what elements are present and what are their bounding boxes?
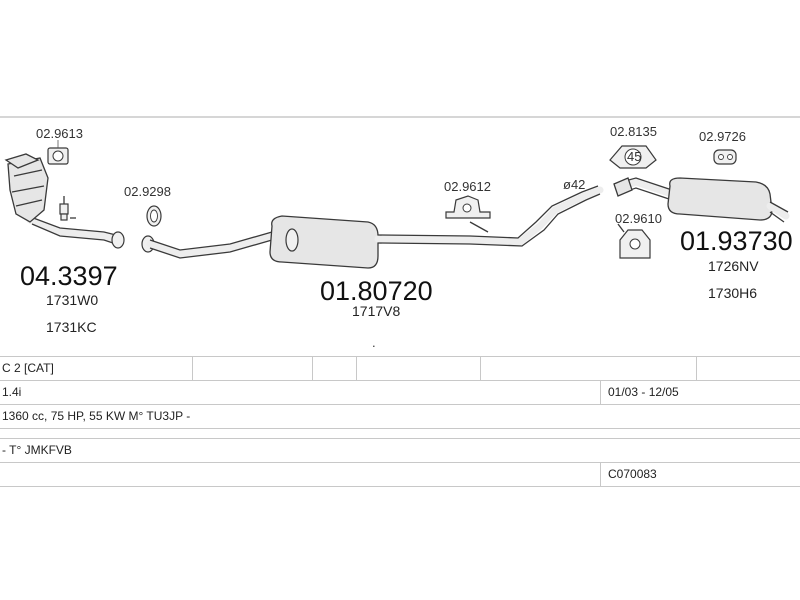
part-number-rear-muffler: 01.93730 xyxy=(680,226,793,256)
part-number-catalyst: 04.3397 xyxy=(20,261,118,291)
table-divider xyxy=(312,356,313,380)
hanger-02-9612[interactable] xyxy=(445,195,491,233)
clamp-size-label: 45 xyxy=(627,149,641,164)
part-label-center-hanger: 02.9612 xyxy=(444,179,491,194)
ref-catalyst-1: 1731W0 xyxy=(46,292,98,308)
table-divider xyxy=(356,356,357,380)
table-line xyxy=(0,462,800,463)
table-line xyxy=(0,438,800,439)
part-label-cat-gasket: 02.9613 xyxy=(36,126,83,141)
code-cell: C070083 xyxy=(608,467,657,481)
type-cell: - T° JMKFVB xyxy=(2,443,72,457)
engine-cell: 1.4i xyxy=(2,385,22,399)
table-divider xyxy=(600,462,601,486)
lambda-sensor[interactable] xyxy=(59,196,76,221)
catalyst-assembly[interactable] xyxy=(4,153,125,249)
center-muffler-assembly[interactable] xyxy=(141,185,604,269)
gasket-02-9613[interactable] xyxy=(47,147,69,165)
rear-muffler-assembly[interactable] xyxy=(613,177,790,223)
table-line xyxy=(0,356,800,357)
part-label-front-ring: 02.9298 xyxy=(124,184,171,199)
part-number-center-muffler: 01.80720 xyxy=(320,276,433,306)
part-label-rear-rubber: 02.9726 xyxy=(699,129,746,144)
table-divider xyxy=(696,356,697,380)
table-divider xyxy=(600,380,601,404)
part-label-rear-bracket: 02.9610 xyxy=(615,211,662,226)
table-line xyxy=(0,380,800,381)
clamp-02-8135[interactable] xyxy=(609,145,657,169)
ref-catalyst-2: 1731KC xyxy=(46,319,97,335)
table-row: C 2 [CAT] xyxy=(0,356,800,380)
ring-02-9298[interactable] xyxy=(146,205,162,227)
ref-rear-muffler-2: 1730H6 xyxy=(708,285,757,301)
dates-cell: 01/03 - 12/05 xyxy=(608,385,679,399)
rubber-02-9726[interactable] xyxy=(713,149,737,165)
center-dot: . xyxy=(372,335,376,350)
ref-rear-muffler-1: 1726NV xyxy=(708,258,759,274)
table-divider xyxy=(192,356,193,380)
table-row: - T° JMKFVB xyxy=(0,438,800,462)
table-row: 1.4i 01/03 - 12/05 xyxy=(0,380,800,404)
model-cell: C 2 [CAT] xyxy=(2,361,54,375)
table-row: 1360 cc, 75 HP, 55 KW M° TU3JP - xyxy=(0,404,800,428)
spec-cell: 1360 cc, 75 HP, 55 KW M° TU3JP - xyxy=(2,409,191,423)
pipe-diameter-label: ø42 xyxy=(563,177,585,192)
table-line xyxy=(0,428,800,429)
table-row: C070083 xyxy=(0,462,800,486)
table-line xyxy=(0,404,800,405)
ref-center-muffler: 1717V8 xyxy=(352,303,400,319)
table-divider xyxy=(480,356,481,380)
part-label-rear-clamp: 02.8135 xyxy=(610,124,657,139)
table-line xyxy=(0,486,800,487)
bracket-02-9610[interactable] xyxy=(617,223,651,259)
